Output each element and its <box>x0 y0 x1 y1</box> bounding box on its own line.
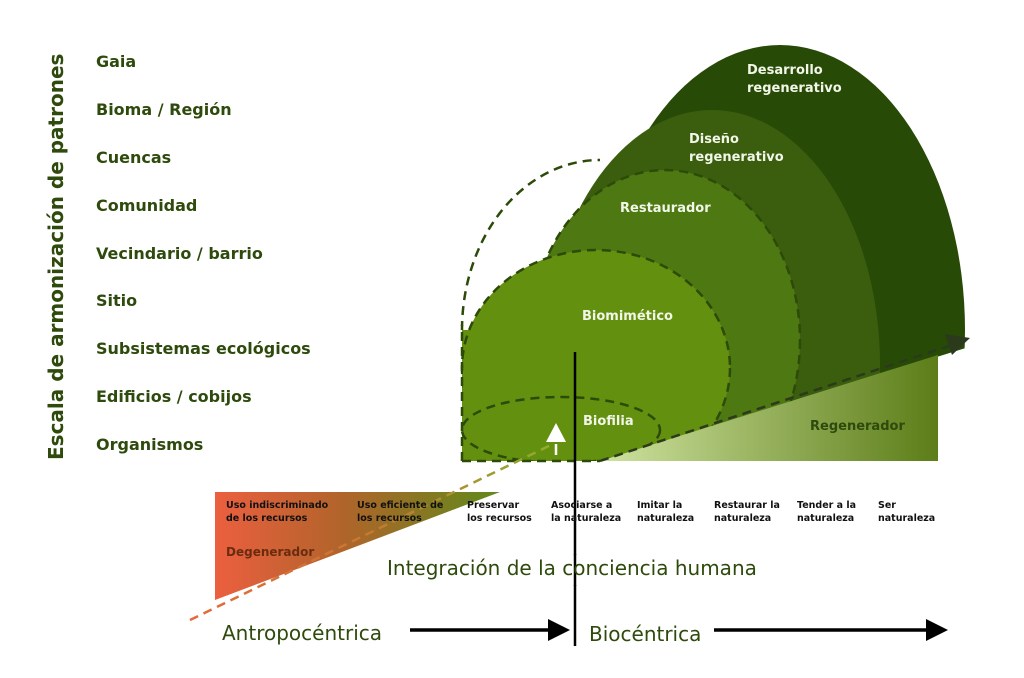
scale-level: Bioma / Región <box>96 100 232 119</box>
regenerador-wedge <box>600 355 938 461</box>
scale-level: Comunidad <box>96 196 197 215</box>
arrowhead-icon <box>548 619 570 641</box>
axis-title: Escala de armonización de patrones <box>44 54 68 460</box>
biofilia-shape <box>460 395 662 461</box>
scale-level: Subsistemas ecológicos <box>96 339 311 358</box>
label-restaurador: Restaurador <box>620 201 711 216</box>
label-biomimetico: Biomimético <box>582 309 673 324</box>
scale-level: Edificios / cobijos <box>96 387 252 406</box>
scale-level: Cuencas <box>96 148 171 167</box>
biocentric-label: Biocéntrica <box>589 622 701 646</box>
regeneration-trend-line <box>599 343 953 463</box>
anthropocentric-label: Antropocéntrica <box>222 621 382 645</box>
human-consciousness-trend-line <box>189 442 554 622</box>
label-regenerador: Regenerador <box>810 419 905 434</box>
white-arrowhead-icon <box>546 423 566 442</box>
arrowhead-icon <box>926 619 948 641</box>
label-biofilia: Biofilia <box>583 414 634 429</box>
scale-level: Sitio <box>96 291 137 310</box>
scale-level: Organismos <box>96 435 203 454</box>
label-degenerador: Degenerador <box>226 545 314 559</box>
scale-level: Gaia <box>96 52 136 71</box>
arrowhead-icon <box>945 334 970 355</box>
scale-levels: Gaia Bioma / Región Cuencas Comunidad Ve… <box>96 52 311 454</box>
integration-label: Integración de la conciencia humana <box>387 556 757 580</box>
outline-arc <box>460 158 601 331</box>
scale-level: Vecindario / barrio <box>96 244 263 263</box>
